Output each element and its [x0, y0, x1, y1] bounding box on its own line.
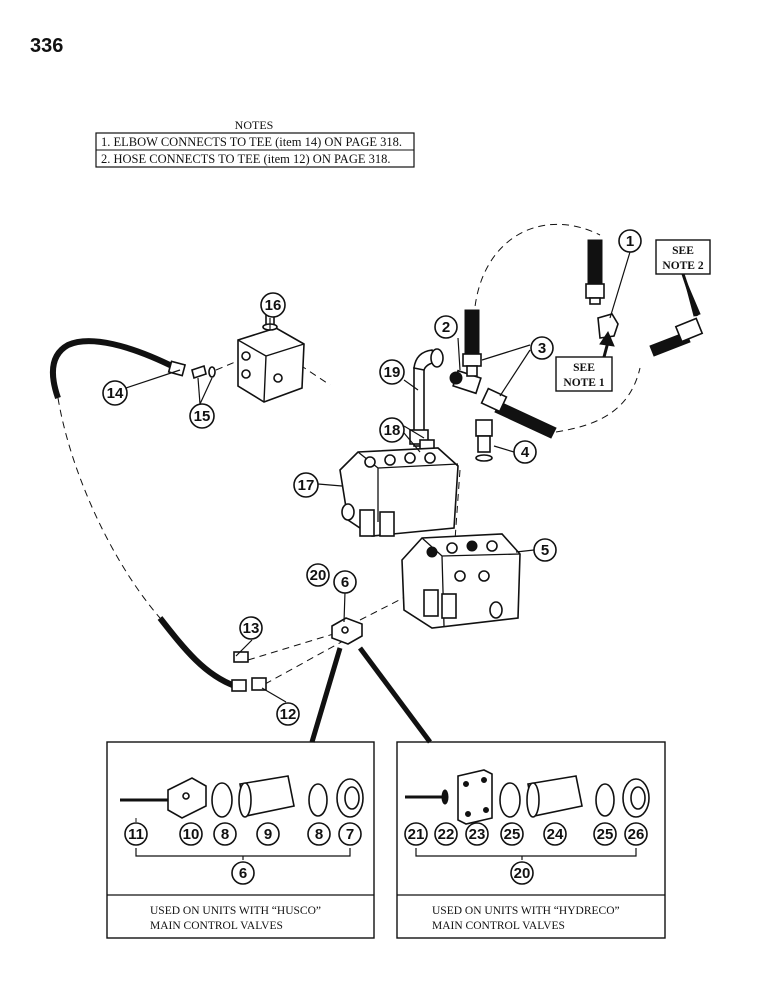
- part-15-label: 15: [194, 408, 211, 425]
- part-5-label: 5: [541, 542, 549, 559]
- hydreco-item-25b: 25: [597, 826, 614, 843]
- elbow-fitting-15: [191, 364, 216, 380]
- hydreco-item-callouts: 21 22 23 25 24 25 26 20: [404, 822, 648, 885]
- hydreco-item-26: 26: [628, 826, 645, 843]
- part-1-label: 1: [626, 233, 634, 250]
- note-line-2: 2. HOSE CONNECTS TO TEE (item 12) ON PAG…: [101, 152, 390, 166]
- husco-caption-line-2: MAIN CONTROL VALVES: [150, 920, 283, 932]
- hose-assembly-3: [462, 309, 557, 439]
- see-note-1-line-2: NOTE 1: [563, 377, 604, 389]
- husco-detail-box: 11 10 8 9 8 7 6 USED ON UNITS WITH “HUSC…: [106, 741, 375, 939]
- hydreco-caption-line-2: MAIN CONTROL VALVES: [432, 920, 565, 932]
- hydreco-item-22: 22: [438, 826, 455, 843]
- part-17-label: 17: [298, 477, 315, 494]
- valve-block-16: [237, 307, 305, 403]
- elbow-1: [597, 313, 619, 339]
- notes-title: NOTES: [235, 118, 274, 132]
- see-note-2-line-1: SEE: [672, 245, 694, 257]
- part-13-label: 13: [243, 620, 260, 637]
- part-14-label: 14: [107, 385, 124, 402]
- husco-item-9: 9: [264, 826, 272, 843]
- detail-pointers: [309, 646, 433, 744]
- part-20-label: 20: [310, 567, 327, 584]
- husco-item-10: 10: [183, 826, 200, 843]
- husco-item-8a: 8: [221, 826, 229, 843]
- part-3-label: 3: [538, 340, 546, 357]
- husco-item-callouts: 11 10 8 9 8 7 6: [124, 822, 362, 885]
- part-18-label: 18: [384, 422, 401, 439]
- husco-item-8b: 8: [315, 826, 323, 843]
- part-6-label: 6: [341, 574, 349, 591]
- hydreco-assembly-20: 20: [514, 865, 531, 882]
- hose-end-top: [585, 239, 605, 305]
- husco-item-11: 11: [128, 826, 144, 843]
- see-note-2-callout: SEE NOTE 2: [655, 239, 711, 317]
- hydreco-detail-box: 21 22 23 25 24 25 26 20 USED ON UNITS WI…: [396, 741, 666, 939]
- dashed-routing-lines: [57, 223, 641, 685]
- hose-end-note2: [649, 317, 704, 357]
- notes-table: NOTES 1. ELBOW CONNECTS TO TEE (item 14)…: [95, 118, 415, 168]
- control-valve-17: [339, 447, 459, 537]
- hydreco-item-21: 21: [408, 826, 425, 843]
- part-callouts: 1 2 3 4 5 6 20 13 12 14 15 16 17 18 19: [102, 229, 642, 726]
- relief-valve-6: [331, 617, 363, 645]
- hydreco-item-23: 23: [469, 826, 486, 843]
- hydreco-item-24: 24: [547, 826, 564, 843]
- husco-caption-line-1: USED ON UNITS WITH “HUSCO”: [150, 905, 321, 917]
- main-control-valve-5: [401, 533, 521, 629]
- elbow-tube-19: [409, 348, 444, 447]
- part-4-label: 4: [521, 444, 530, 461]
- fittings-12-13: [233, 651, 267, 691]
- hydreco-item-25a: 25: [504, 826, 521, 843]
- part-2-label: 2: [442, 319, 450, 336]
- see-note-2-line-2: NOTE 2: [662, 260, 703, 272]
- page-number: 336: [30, 35, 63, 57]
- husco-item-7: 7: [346, 826, 354, 843]
- note-line-1: 1. ELBOW CONNECTS TO TEE (item 14) ON PA…: [101, 135, 402, 149]
- part-16-label: 16: [265, 297, 282, 314]
- leader-lines: [125, 251, 631, 703]
- hydreco-caption-line-1: USED ON UNITS WITH “HYDRECO”: [432, 905, 620, 917]
- see-note-1-line-1: SEE: [573, 362, 595, 374]
- see-note-1-callout: SEE NOTE 1: [555, 330, 615, 392]
- husco-assembly-6: 6: [239, 865, 247, 882]
- part-19-label: 19: [384, 364, 401, 381]
- fitting-4: [475, 419, 493, 462]
- part-12-label: 12: [280, 706, 297, 723]
- hose-assembly-14: [49, 338, 247, 692]
